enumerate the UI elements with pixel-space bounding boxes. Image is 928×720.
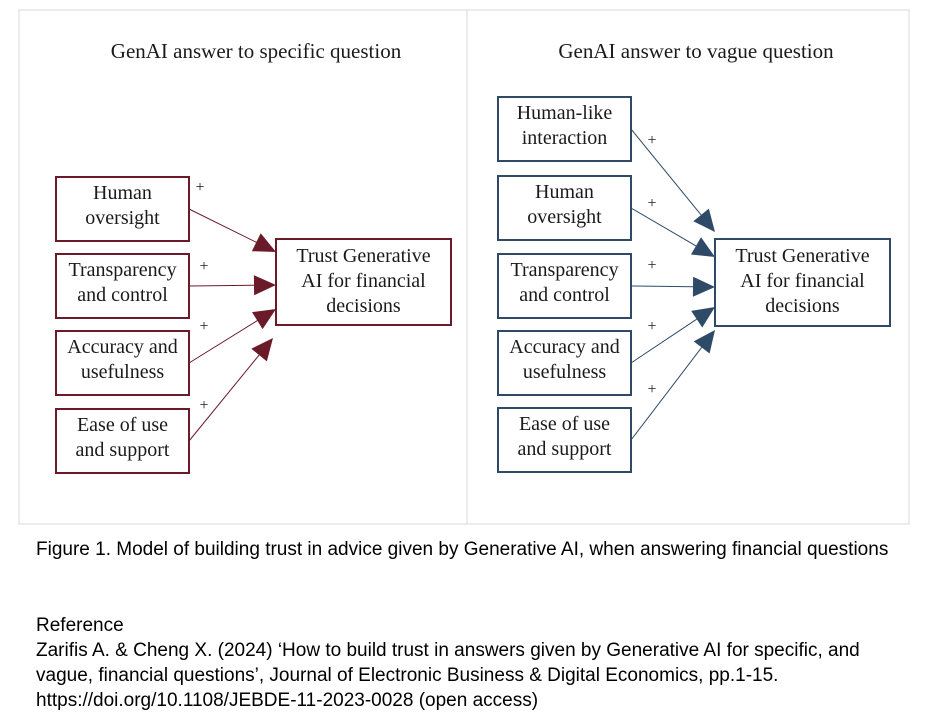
arrowhead-specific-2: [253, 275, 276, 296]
factor-label-line: Transparency: [510, 259, 618, 281]
arrow-line-vague-5: [630, 347, 703, 441]
factor-box-specific-accuracy-and-usefulness: [55, 330, 190, 396]
factor-box-vague-ease-of-use-and-support: [497, 407, 632, 473]
outcome-label-line: AI for financial: [301, 270, 426, 292]
arrowhead-vague-4: [691, 307, 715, 328]
outcome-box-vague: [714, 238, 891, 327]
factor-box-specific-transparency-and-control: [55, 253, 190, 319]
outcome-label-line: decisions: [326, 295, 401, 317]
factor-label-line: Accuracy and: [67, 336, 178, 358]
factor-box-vague-transparency-and-control: [497, 253, 632, 319]
panel-specific-title: GenAI answer to specific question: [111, 39, 402, 63]
plus-sign: +: [647, 257, 656, 274]
arrow-line-vague-4: [630, 318, 697, 364]
factor-label-line: oversight: [527, 206, 602, 228]
factor-label-line: and support: [76, 439, 170, 461]
plus-sign: +: [647, 318, 656, 335]
factor-label-line: and control: [77, 284, 168, 306]
factor-label-line: usefulness: [81, 361, 165, 383]
arrowhead-vague-1: [693, 208, 715, 232]
factor-label-line: Human: [535, 181, 594, 203]
arrow-line-specific-1: [188, 208, 257, 243]
figure-caption: Figure 1. Model of building trust in adv…: [36, 539, 889, 560]
factor-box-vague-human-like-interaction: [497, 96, 632, 162]
plus-sign: +: [647, 132, 656, 149]
arrow-line-specific-4: [188, 354, 260, 442]
factor-label-line: and control: [519, 284, 610, 306]
outcome-label-line: Trust Generative: [735, 245, 869, 267]
outcome-label-line: Trust Generative: [296, 245, 430, 267]
arrowhead-specific-1: [251, 233, 276, 252]
plus-sign: +: [195, 179, 204, 196]
factor-label-line: usefulness: [523, 361, 607, 383]
arrowhead-vague-3: [692, 276, 715, 297]
factor-label-line: Ease of use: [77, 414, 168, 436]
arrowhead-specific-3: [252, 309, 276, 330]
outcome-label-line: decisions: [765, 295, 840, 317]
panel-specific-question: Human oversight + Transparency and control + A…: [55, 176, 452, 474]
factor-label-line: oversight: [85, 207, 160, 229]
arrow-line-specific-2: [188, 284, 255, 287]
factor-label-line: and support: [518, 438, 612, 460]
diagram-frame: [18, 9, 910, 525]
factor-box-specific-ease-of-use-and-support: [55, 408, 190, 474]
reference-text: Zarifis A. & Cheng X. (2024) ‘How to bui…: [36, 640, 860, 711]
arrowhead-specific-4: [251, 338, 273, 362]
outcome-box-specific: [275, 238, 452, 326]
factor-label-line: Human: [93, 182, 152, 204]
panel-vague-question: Human-like interaction + Human oversight + Tra…: [497, 96, 891, 473]
plus-sign: +: [199, 258, 208, 275]
factor-label-line: Human-like: [517, 102, 613, 124]
plus-sign: +: [647, 195, 656, 212]
factor-label-line: Transparency: [68, 259, 176, 281]
factor-box-vague-human-oversight: [497, 175, 632, 241]
factor-box-specific-human-oversight: [55, 176, 190, 242]
arrow-line-vague-1: [630, 128, 702, 216]
arrow-line-specific-3: [188, 320, 258, 364]
panel-vague-title: GenAI answer to vague question: [558, 39, 834, 63]
factor-label-line: Accuracy and: [509, 336, 620, 358]
arrow-line-vague-2: [630, 207, 697, 247]
arrowhead-vague-2: [690, 237, 715, 257]
plus-sign: +: [199, 397, 208, 414]
plus-sign: +: [647, 381, 656, 398]
outcome-label-line: AI for financial: [740, 270, 865, 292]
plus-sign: +: [199, 318, 208, 335]
trust-model-diagram: GenAI answer to specific question GenAI …: [18, 9, 910, 525]
factor-label-line: Ease of use: [519, 413, 610, 435]
arrow-line-vague-3: [630, 285, 694, 288]
factor-box-vague-accuracy-and-usefulness: [497, 330, 632, 396]
reference-label: Reference: [36, 615, 124, 636]
factor-label-line: interaction: [522, 127, 608, 149]
arrowhead-vague-5: [693, 330, 715, 354]
